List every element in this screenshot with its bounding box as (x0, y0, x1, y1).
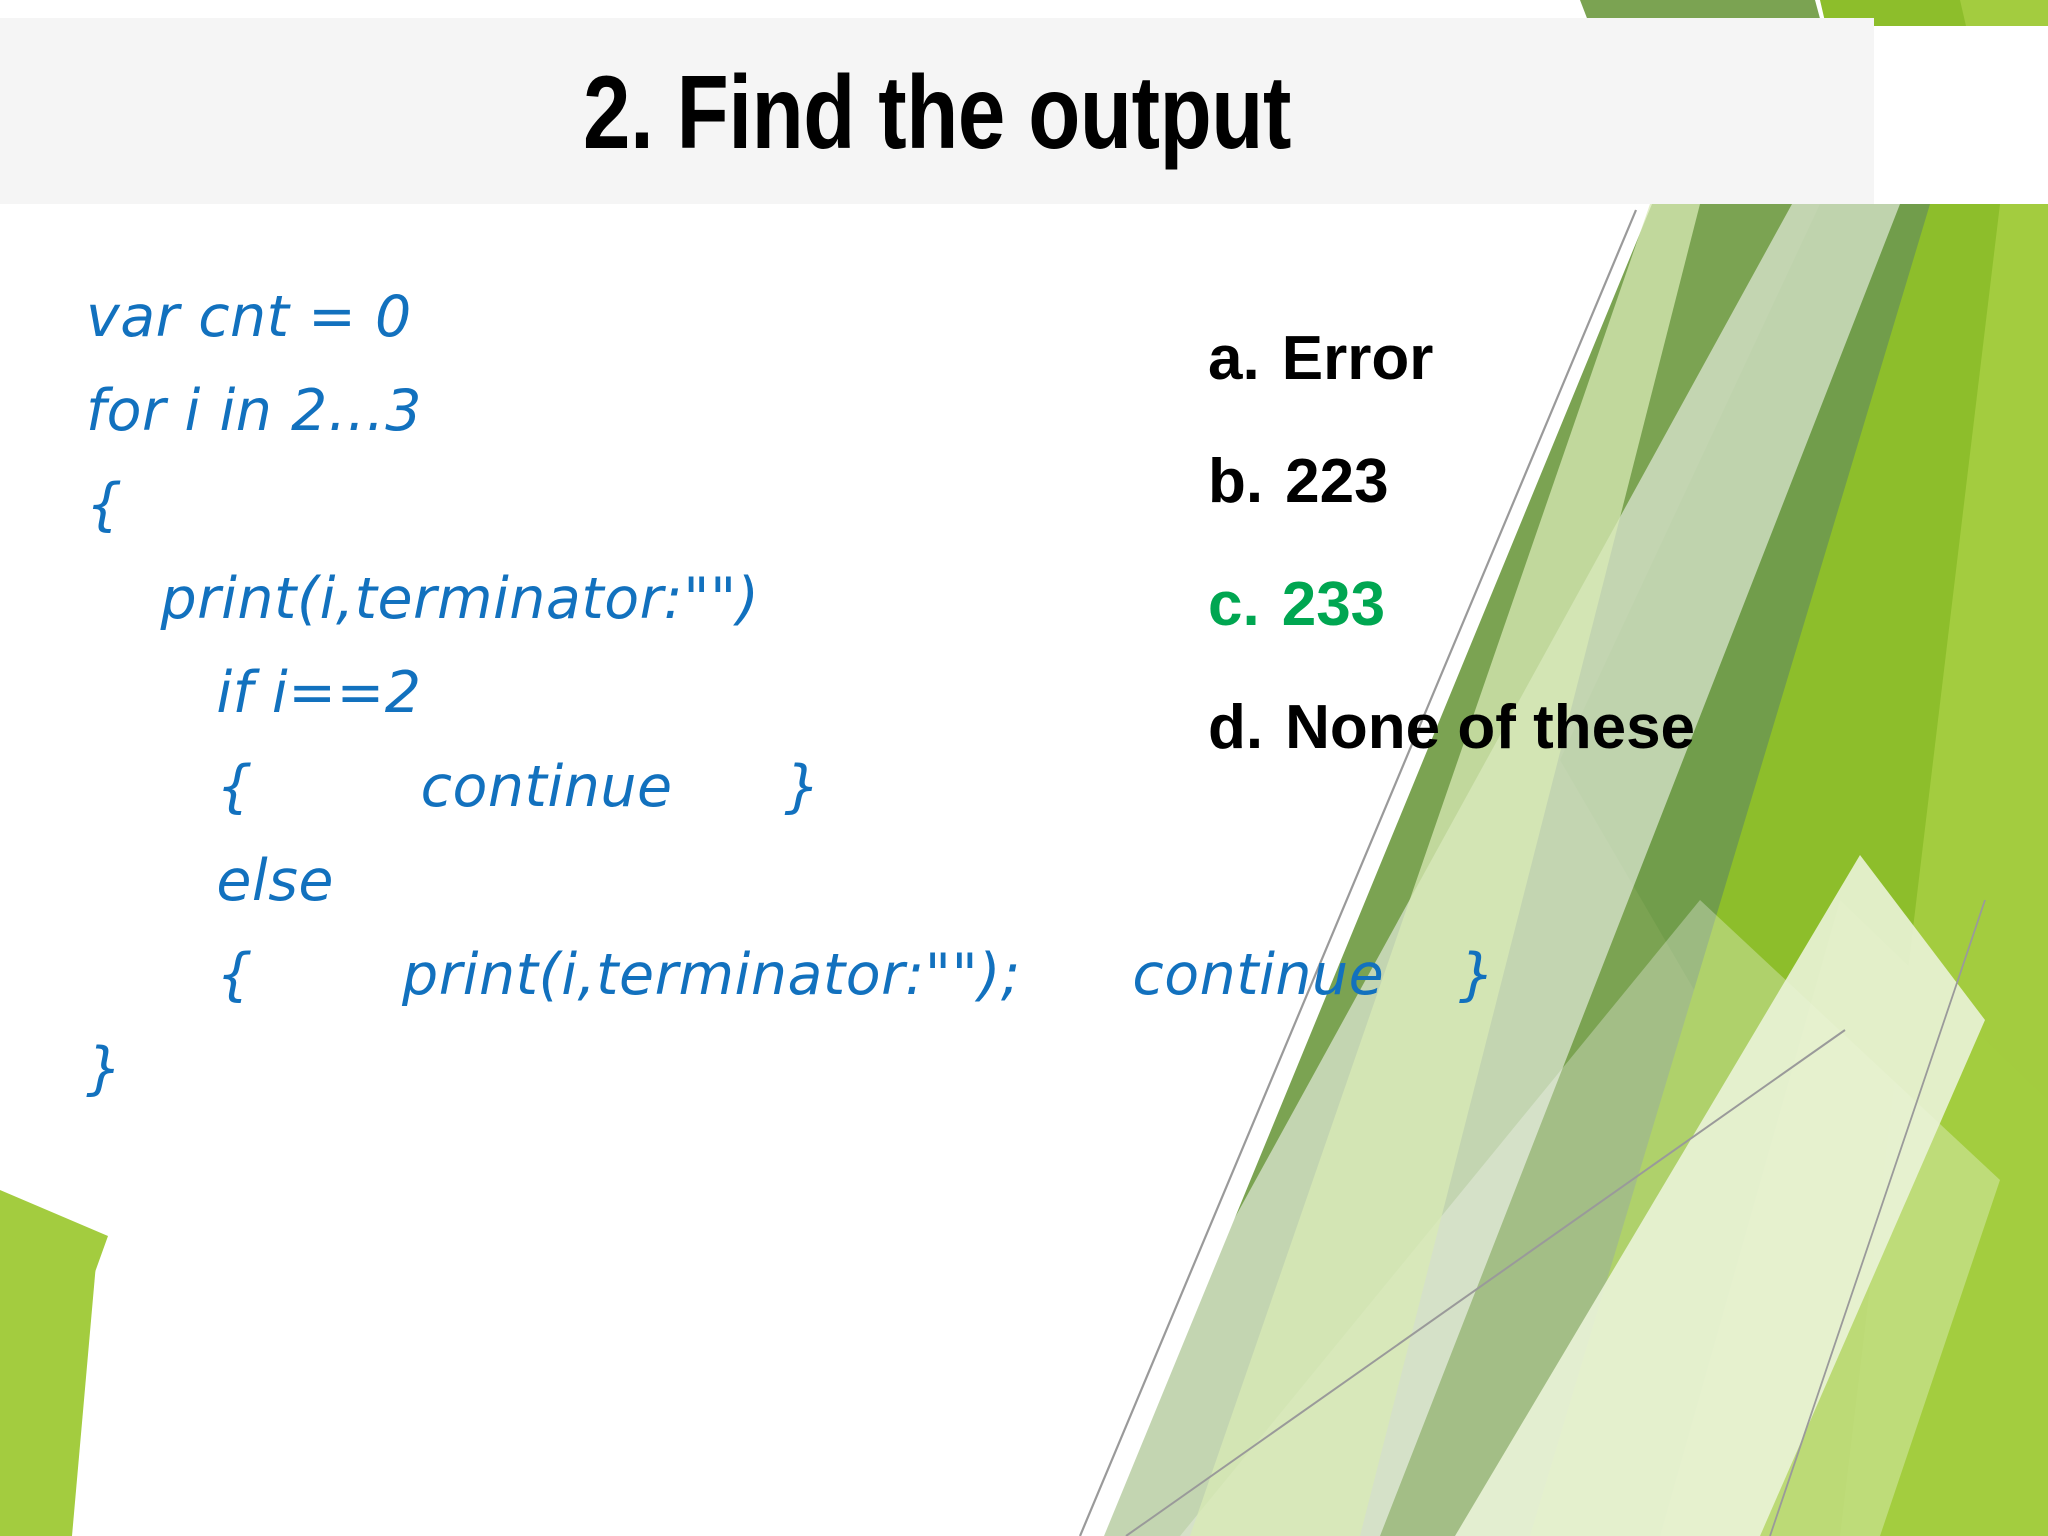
decor-shape-verypale-triangle (1455, 855, 1985, 1536)
page-title: 2. Find the output (583, 55, 1291, 171)
code-listing: var cnt = 0 for i in 2…3 { print(i,termi… (86, 270, 1496, 1116)
code-line-3: { (86, 472, 123, 538)
option-row-b[interactable]: b. 223 (1208, 445, 1908, 519)
decor-shape-lime-lower (1660, 900, 2048, 1536)
decor-shape-bottom-left-lime-2 (0, 1232, 96, 1536)
option-row-d[interactable]: d. None of these (1208, 691, 1908, 765)
option-marker-b: b. (1208, 447, 1264, 516)
code-line-9: } (86, 1036, 123, 1102)
option-marker-c: c. (1208, 570, 1260, 639)
code-line-5: if i==2 (86, 660, 422, 726)
option-text-a: Error (1281, 324, 1434, 393)
code-line-7: else (86, 848, 335, 914)
code-line-2: for i in 2…3 (86, 378, 423, 444)
option-text-d: None of these (1285, 693, 1696, 762)
option-text-b: 223 (1285, 447, 1389, 516)
decor-shape-top-lightlime (1960, 0, 2048, 26)
code-line-1: var cnt = 0 (86, 284, 412, 350)
decor-hairline-diagonal-3 (1769, 899, 1986, 1536)
code-line-8: { print(i,terminator:""); continue } (86, 942, 1496, 1008)
option-marker-a: a. (1208, 324, 1260, 393)
option-row-c[interactable]: c. 233 (1208, 568, 1908, 642)
answer-options-list: a. Error b. 223 c. 233 d. None of these (1208, 322, 1908, 814)
option-row-a[interactable]: a. Error (1208, 322, 1908, 396)
code-line-6: { continue } (86, 754, 821, 820)
decor-shape-bottom-left-lime (0, 1190, 108, 1536)
code-line-4: print(i,terminator:"") (86, 566, 760, 632)
option-text-c: 233 (1281, 570, 1386, 639)
option-marker-d: d. (1208, 693, 1264, 762)
title-band: 2. Find the output (0, 18, 1874, 204)
